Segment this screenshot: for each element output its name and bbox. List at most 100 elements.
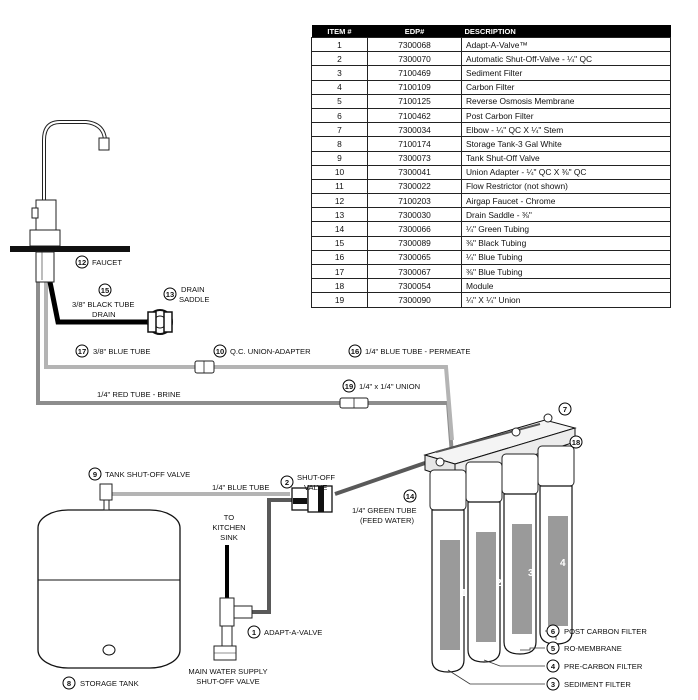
callout-8: 8 STORAGE TANK <box>62 676 139 690</box>
item-cell: 13 <box>311 207 368 223</box>
item-cell: 19 <box>311 292 368 308</box>
green-feed-tube <box>334 461 426 496</box>
svg-text:STORAGE TANK: STORAGE TANK <box>80 679 139 688</box>
edp-cell: 7300073 <box>367 150 462 166</box>
svg-text:PRE-CARBON FILTER: PRE-CARBON FILTER <box>564 662 643 671</box>
auto-shutoff-valve <box>291 485 333 513</box>
header-edp: EDP# <box>367 25 462 38</box>
three-eighths-blue-tube <box>44 282 195 369</box>
adapt-a-valve-assembly <box>213 597 253 661</box>
callout-13: 13 DRAIN SADDLE <box>163 285 209 304</box>
item-cell: 15 <box>311 235 368 251</box>
item-cell: 7 <box>311 122 368 138</box>
svg-text:MAIN WATER SUPPLY: MAIN WATER SUPPLY <box>188 667 267 676</box>
item-cell: 11 <box>311 178 368 195</box>
svg-text:3/8" BLUE TUBE: 3/8" BLUE TUBE <box>93 347 150 356</box>
svg-text:1/4" GREEN TUBE: 1/4" GREEN TUBE <box>352 506 417 515</box>
description-cell: Automatic Shut-Off-Valve - ¼" QC <box>461 51 671 67</box>
edp-cell: 7100469 <box>367 65 462 81</box>
svg-text:6: 6 <box>551 627 555 636</box>
callout-15: 15 3/8" BLACK TUBE DRAIN <box>72 283 135 319</box>
edp-cell: 7300067 <box>367 263 462 280</box>
edp-cell: 7100203 <box>367 193 462 209</box>
edp-cell: 7100174 <box>367 136 462 152</box>
description-cell: Adapt-A-Valve™ <box>461 36 671 53</box>
svg-text:7: 7 <box>563 405 567 414</box>
svg-text:8: 8 <box>67 679 71 688</box>
svg-text:KITCHEN: KITCHEN <box>212 523 245 532</box>
header-item: ITEM # <box>311 25 368 38</box>
description-cell: Storage Tank-3 Gal White <box>461 136 671 152</box>
description-cell: Sediment Filter <box>461 65 671 81</box>
description-cell: Module <box>461 278 671 294</box>
item-cell: 14 <box>311 221 368 237</box>
qc-union-adapter <box>194 360 215 374</box>
callout-14: 14 1/4" GREEN TUBE (FEED WATER) <box>352 489 417 525</box>
canister-number-4: 4 <box>560 558 566 569</box>
description-cell: Carbon Filter <box>461 79 671 95</box>
edp-cell: 7300090 <box>367 292 462 308</box>
callout-2: 2 SHUT-OFF VALVE <box>280 473 335 492</box>
canister-number-3: 3 <box>528 568 534 579</box>
item-cell: 16 <box>311 249 368 266</box>
svg-text:3/8" BLACK TUBE: 3/8" BLACK TUBE <box>72 300 135 309</box>
svg-text:VALVE: VALVE <box>304 483 327 492</box>
edp-cell: 7300034 <box>367 122 462 138</box>
svg-text:FAUCET: FAUCET <box>92 258 122 267</box>
drain-saddle <box>147 309 173 335</box>
svg-text:2: 2 <box>285 478 289 487</box>
svg-text:10: 10 <box>216 347 224 356</box>
edp-cell: 7300065 <box>367 249 462 266</box>
description-cell: ⅜" Black Tubing <box>461 235 671 251</box>
svg-text:TO: TO <box>224 513 235 522</box>
item-cell: 5 <box>311 93 368 109</box>
description-cell: Flow Restrictor (not shown) <box>461 178 671 195</box>
svg-text:SEDIMENT FILTER: SEDIMENT FILTER <box>564 680 631 689</box>
item-cell: 8 <box>311 136 368 152</box>
svg-text:13: 13 <box>166 290 174 299</box>
svg-text:1/4" x 1/4" UNION: 1/4" x 1/4" UNION <box>359 382 420 391</box>
description-cell: ⅜" Blue Tubing <box>461 263 671 280</box>
callout-3: 3 SEDIMENT FILTER <box>546 677 631 691</box>
description-cell: ¼" X ¼" Union <box>461 292 671 308</box>
svg-text:18: 18 <box>572 438 580 447</box>
callout-12: 12 FAUCET <box>75 255 122 269</box>
header-description: DESCRIPTION <box>461 25 671 38</box>
item-cell: 17 <box>311 263 368 280</box>
callout-19: 19 1/4" x 1/4" UNION <box>342 379 420 393</box>
parts-table-header: ITEM # EDP# DESCRIPTION <box>311 25 671 38</box>
callout-10: 10 Q.C. UNION-ADAPTER <box>213 344 311 358</box>
description-cell: Reverse Osmosis Membrane <box>461 93 671 109</box>
item-cell: 6 <box>311 107 368 124</box>
svg-text:5: 5 <box>551 644 556 653</box>
item-cell: 9 <box>311 150 368 166</box>
description-cell: Post Carbon Filter <box>461 107 671 124</box>
svg-text:ADAPT-A-VALVE: ADAPT-A-VALVE <box>264 628 322 637</box>
edp-cell: 7300068 <box>367 36 462 53</box>
svg-text:16: 16 <box>351 347 359 356</box>
kitchen-sink-label: TO KITCHEN SINK <box>212 513 245 542</box>
svg-text:19: 19 <box>345 382 353 391</box>
svg-text:RO-MEMBRANE: RO-MEMBRANE <box>564 644 622 653</box>
edp-cell: 7300030 <box>367 207 462 223</box>
svg-text:9: 9 <box>93 470 97 479</box>
canister-number-2: 2 <box>496 578 502 589</box>
ro-module <box>423 413 577 673</box>
edp-cell: 7300041 <box>367 164 462 180</box>
svg-text:SINK: SINK <box>220 533 238 542</box>
svg-text:TANK SHUT-OFF VALVE: TANK SHUT-OFF VALVE <box>105 470 190 479</box>
callout-17: 17 3/8" BLUE TUBE <box>75 344 150 358</box>
edp-cell: 7300089 <box>367 235 462 251</box>
